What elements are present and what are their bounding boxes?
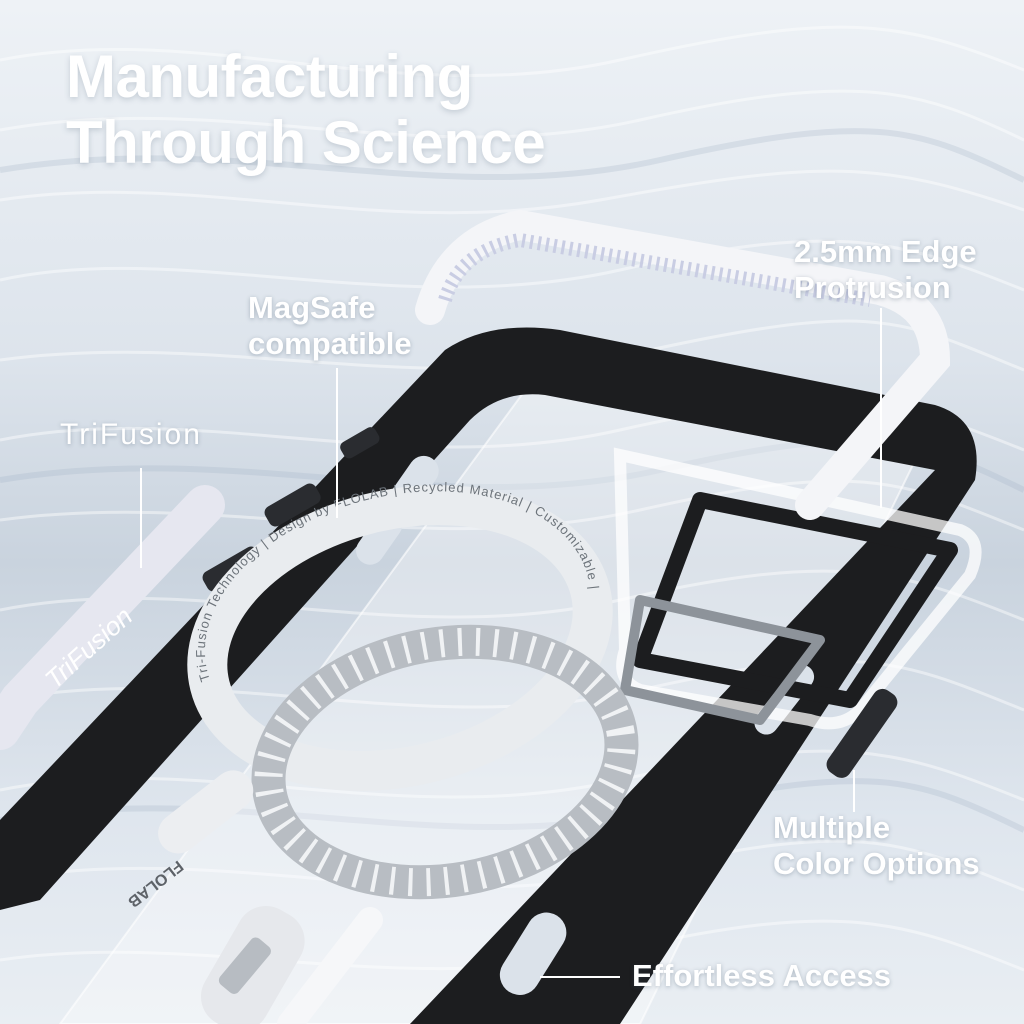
colors-callout: Multiple Color Options	[773, 810, 980, 882]
trifusion-leader-line	[140, 468, 142, 568]
magnet-ring	[251, 624, 639, 900]
colors-leader-line	[853, 770, 855, 812]
edge-callout-line-1: 2.5mm Edge	[794, 234, 977, 269]
magsafe-callout-line-2: compatible	[248, 326, 412, 361]
trifusion-logo: TriFusion	[60, 418, 202, 451]
access-callout: Effortless Access	[632, 958, 892, 993]
headline: Manufacturing Through Science	[66, 43, 546, 176]
magsafe-leader-line	[336, 368, 338, 518]
bottom-pieces	[200, 905, 383, 1024]
colors-callout-line-1: Multiple	[773, 810, 891, 845]
access-leader-line	[540, 976, 620, 978]
edge-callout: 2.5mm Edge Protrusion	[794, 234, 977, 306]
magsafe-callout-line-1: MagSafe	[248, 290, 376, 325]
edge-leader-line	[880, 308, 882, 508]
camera-surround	[613, 447, 982, 730]
headline-line-2: Through Science	[66, 109, 546, 176]
headline-line-1: Manufacturing	[66, 43, 473, 110]
magsafe-callout: MagSafe compatible	[248, 290, 412, 362]
edge-callout-line-2: Protrusion	[794, 270, 951, 305]
colors-callout-line-2: Color Options	[773, 846, 980, 881]
white-edge-strip	[415, 209, 951, 520]
